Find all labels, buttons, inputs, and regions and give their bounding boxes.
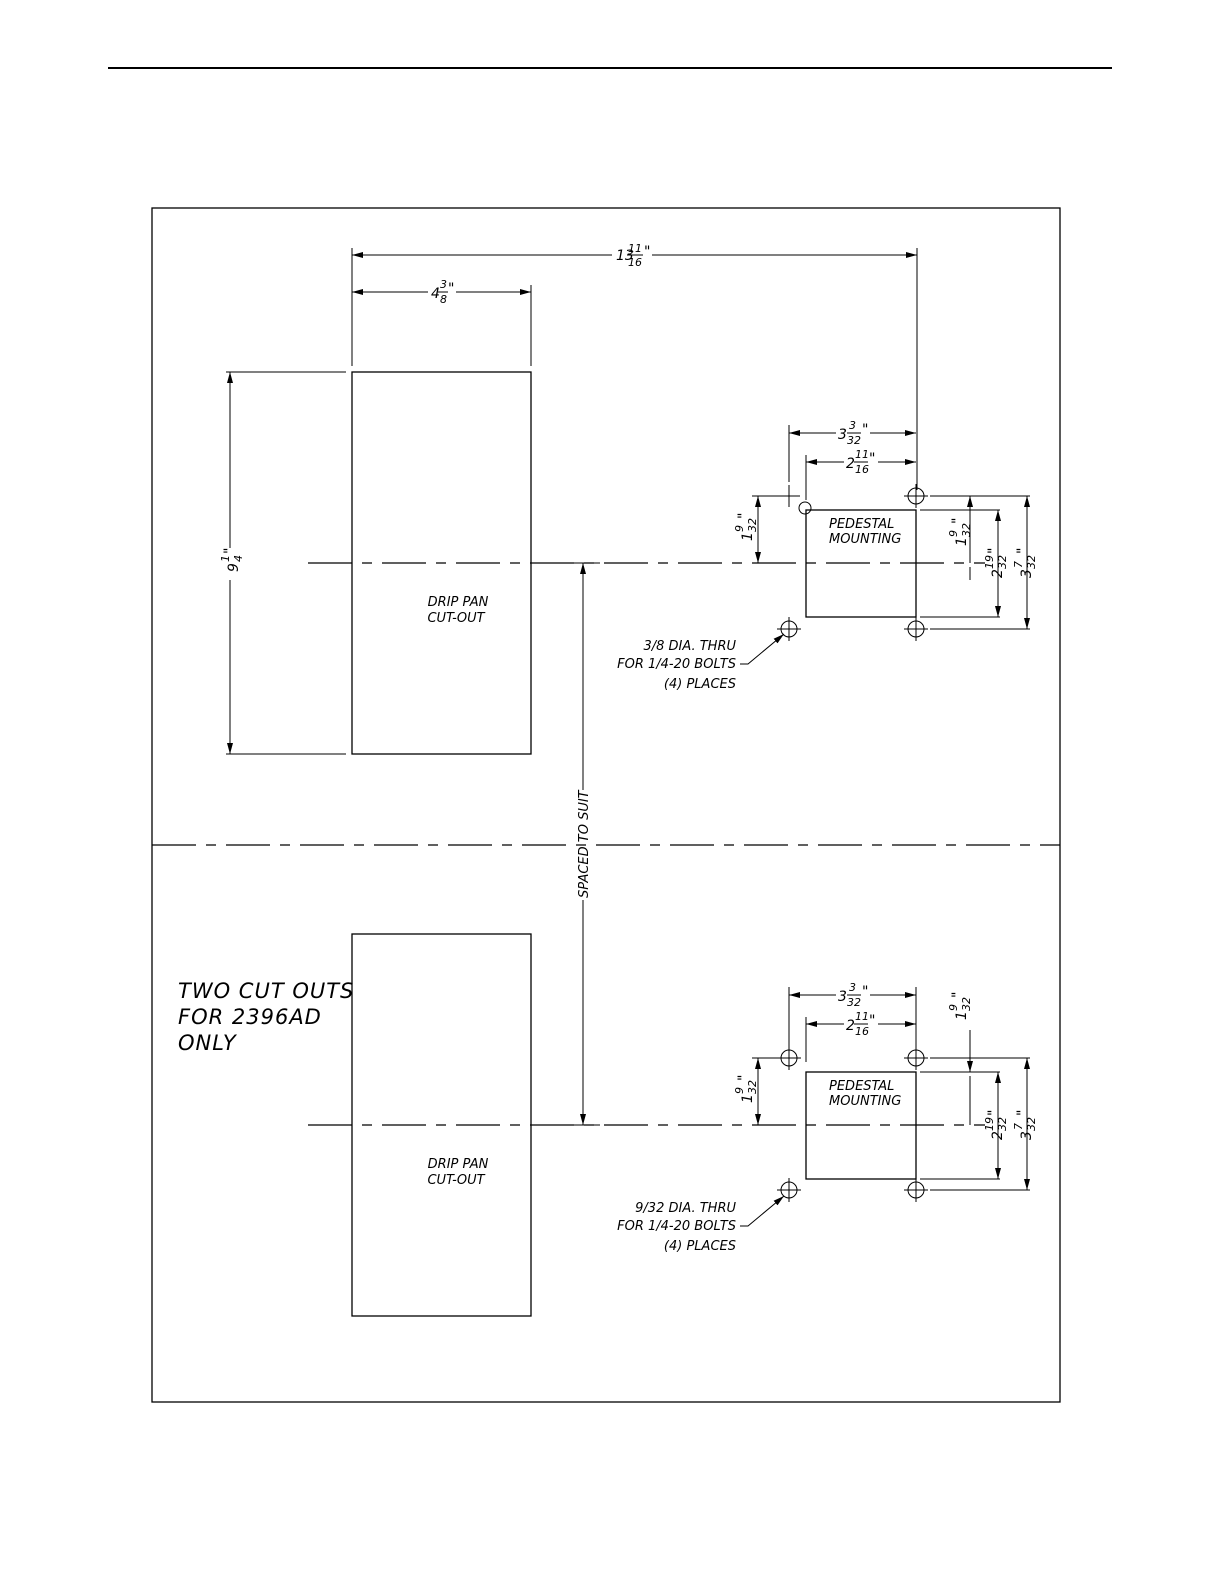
hole-span-top-whole: 3 [838, 427, 847, 443]
hole-height-bottom-num: 7 [1012, 1123, 1025, 1130]
cutout-width-num: 3 [440, 278, 447, 291]
bottom-view: DRIP PAN CUT-OUT TWO CUT OUTS FOR 2396AD… [178, 933, 1038, 1317]
pad-half-top-num: 9 [947, 530, 960, 537]
pad-height-top-den: 32 [996, 555, 1009, 569]
side-note-1: TWO CUT OUTS [178, 979, 354, 1003]
cutout-height-unit: " [222, 548, 238, 554]
hole-height-bottom-unit: " [1015, 1110, 1031, 1116]
pad-half-top-whole: 1 [954, 537, 970, 546]
hole-span-bottom-den: 32 [847, 996, 861, 1009]
hole-note-bottom-1: 9/32 DIA. THRU [635, 1201, 736, 1216]
hole-note-bottom-2: FOR 1/4-20 BOLTS [617, 1219, 736, 1234]
hole-height-top-num: 7 [1012, 561, 1025, 568]
pad-width-bottom-whole: 2 [846, 1018, 855, 1034]
overall-width-whole: 13 [616, 248, 634, 264]
pad-width-bottom-den: 16 [855, 1025, 869, 1038]
overall-width-num: 11 [628, 242, 642, 255]
pedestal-pad-top [805, 509, 917, 618]
pad-height-top-whole: 2 [990, 569, 1006, 578]
overall-width-unit: " [644, 244, 650, 260]
cutout-height-whole: 9 [226, 563, 242, 572]
pad-half-top-den: 32 [960, 523, 973, 537]
bolt-hole-bottom-bl [777, 1178, 801, 1202]
pedestal-label-bottom-2: MOUNTING [829, 1094, 901, 1109]
hole-note-bottom-3: (4) PLACES [664, 1239, 736, 1254]
pad-width-top-num: 11 [855, 448, 869, 461]
hole-span-top-unit: " [862, 422, 868, 438]
pad-half-bottom-den: 32 [960, 997, 973, 1011]
cutout-width-whole: 4 [431, 286, 440, 302]
hole-span-top-num: 3 [849, 419, 856, 432]
bolt-hole-bottom-tr [904, 1046, 928, 1070]
pedestal-pad-bottom [805, 1071, 917, 1180]
hole-note-top-1: 3/8 DIA. THRU [643, 639, 736, 654]
pad-width-top-unit: " [869, 451, 875, 467]
pad-width-bottom-unit: " [869, 1013, 875, 1029]
pad-height-bottom-whole: 2 [990, 1131, 1006, 1140]
overall-width-den: 16 [628, 256, 642, 269]
hole-note-top-3: (4) PLACES [664, 677, 736, 692]
hole-offset-top-whole: 1 [740, 532, 756, 541]
bolt-hole-top-tl [778, 485, 800, 507]
cutout-height-num: 1 [219, 555, 232, 562]
drip-pan-label-bottom-1: DRIP PAN [428, 1157, 489, 1172]
pad-width-top-den: 16 [855, 463, 869, 476]
hole-offset-bottom-den: 32 [746, 1080, 759, 1094]
hole-height-top-whole: 3 [1019, 569, 1035, 578]
bolt-hole-bottom-br [904, 1178, 928, 1202]
pad-half-top-unit: " [950, 518, 966, 524]
cutout-width-den: 8 [440, 293, 447, 306]
pad-width-top-whole: 2 [846, 456, 855, 472]
bolt-hole-bottom-tl [777, 1046, 801, 1070]
pedestal-label-top-2: MOUNTING [829, 532, 901, 547]
hole-span-top-den: 32 [847, 434, 861, 447]
hole-offset-top-num: 9 [733, 525, 746, 532]
pad-half-bottom-num: 9 [947, 1004, 960, 1011]
hole-note-leader-top [740, 633, 785, 665]
pad-height-bottom-unit: " [986, 1110, 1002, 1116]
hole-height-bottom-den: 32 [1025, 1117, 1038, 1131]
hole-height-bottom-whole: 3 [1019, 1131, 1035, 1140]
hole-note-leader-bottom [740, 1195, 785, 1227]
pad-half-bottom-whole: 1 [954, 1011, 970, 1020]
hole-span-bottom-whole: 3 [838, 989, 847, 1005]
cutout-height-den: 4 [232, 555, 245, 562]
hole-offset-bottom-num: 9 [733, 1087, 746, 1094]
bolt-hole-top-br [904, 617, 928, 641]
pedestal-label-bottom-1: PEDESTAL [829, 1079, 894, 1094]
hole-span-bottom-num: 3 [849, 981, 856, 994]
pedestal-label-top-1: PEDESTAL [829, 517, 894, 532]
pad-height-top-unit: " [986, 548, 1002, 554]
hole-height-top-den: 32 [1025, 555, 1038, 569]
spacing-label: SPACED TO SUIT [577, 789, 592, 898]
side-note-3: ONLY [178, 1031, 238, 1055]
hole-span-bottom-unit: " [862, 984, 868, 1000]
drawing-frame [151, 207, 1061, 1403]
drip-pan-label-top-1: DRIP PAN [428, 595, 489, 610]
pad-height-bottom-den: 32 [996, 1117, 1009, 1131]
hole-offset-bottom-whole: 1 [740, 1094, 756, 1103]
cutout-width-unit: " [448, 281, 454, 297]
hole-offset-bottom-unit: " [736, 1075, 752, 1081]
bolt-hole-top-tr [904, 484, 928, 508]
pad-height-bottom-num: 19 [983, 1117, 996, 1131]
hole-offset-top-den: 32 [746, 518, 759, 532]
pad-half-bottom-unit: " [950, 992, 966, 998]
bolt-hole-top-bl [777, 617, 801, 641]
pad-width-bottom-num: 11 [855, 1010, 869, 1023]
pad-height-top-num: 19 [983, 555, 996, 569]
drip-pan-label-top-2: CUT-OUT [427, 611, 485, 626]
top-view: DRIP PAN CUT-OUT 13 11 16 " 4 3 8 " 9 1 … [219, 242, 1038, 755]
bolt-hole-top-extra [798, 501, 812, 515]
drip-pan-label-bottom-2: CUT-OUT [427, 1173, 485, 1188]
hole-offset-top-unit: " [736, 513, 752, 519]
side-note-2: FOR 2396AD [178, 1005, 322, 1029]
hole-note-top-2: FOR 1/4-20 BOLTS [617, 657, 736, 672]
hole-height-top-unit: " [1015, 548, 1031, 554]
